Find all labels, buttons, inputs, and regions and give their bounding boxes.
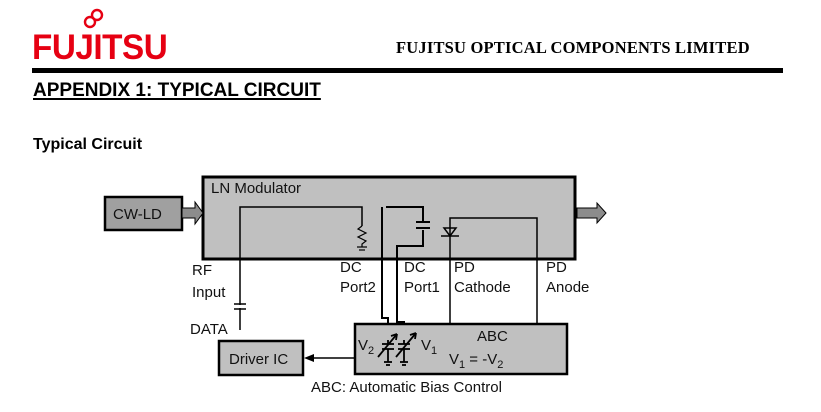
abc-equation: V1 = -V2 xyxy=(449,351,503,371)
output-light-arrow-icon xyxy=(576,201,607,225)
infinity-loop-icon xyxy=(83,8,104,29)
data-label: DATA xyxy=(190,321,228,338)
cw-ld-label: CW-LD xyxy=(113,206,162,223)
driver-ic-block xyxy=(217,339,305,377)
abc-label: ABC xyxy=(477,328,508,345)
rf-label: RF xyxy=(192,262,212,279)
dc-port2-label-line2: Port2 xyxy=(340,279,376,296)
coupling-capacitor-icon xyxy=(234,303,246,310)
termination-resistor-icon xyxy=(356,225,368,247)
input-label: Input xyxy=(192,284,226,301)
variable-source-v2-icon xyxy=(377,333,398,366)
input-light-arrow-icon xyxy=(181,200,204,226)
logo-wordmark: FUJITSU xyxy=(32,28,168,67)
dc-port1-capacitor-icon xyxy=(416,221,430,229)
v1-label: V1 xyxy=(421,337,437,357)
dc-port2-label-line1: DC xyxy=(340,259,362,276)
dc-port1-label-line1: DC xyxy=(404,259,426,276)
photodiode-icon xyxy=(441,227,459,238)
appendix-title: APPENDIX 1: TYPICAL CIRCUIT xyxy=(33,80,321,101)
driver-ic-label: Driver IC xyxy=(229,351,288,368)
ground-icon xyxy=(357,246,367,251)
pd-anode-label-line1: PD xyxy=(546,259,567,276)
variable-source-v1-icon xyxy=(395,332,417,366)
rf-electrode-line xyxy=(239,206,363,330)
company-name: FUJITSU OPTICAL COMPONENTS LIMITED xyxy=(396,38,750,57)
pd-cathode-label-line1: PD xyxy=(454,259,475,276)
abc-caption: ABC: Automatic Bias Control xyxy=(311,379,502,396)
pd-cathode-label-line2: Cathode xyxy=(454,279,511,296)
v2-label: V2 xyxy=(358,337,374,357)
pd-anode-label-line2: Anode xyxy=(546,279,589,296)
ln-modulator-label: LN Modulator xyxy=(211,180,301,197)
fujitsu-logo: FUJITSU xyxy=(32,8,168,67)
feedback-arrowhead-icon xyxy=(304,354,314,362)
header-divider xyxy=(32,68,783,73)
pd-anode-line xyxy=(449,217,538,324)
dc-port1-label-line2: Port1 xyxy=(404,279,440,296)
section-title: Typical Circuit xyxy=(33,136,143,153)
